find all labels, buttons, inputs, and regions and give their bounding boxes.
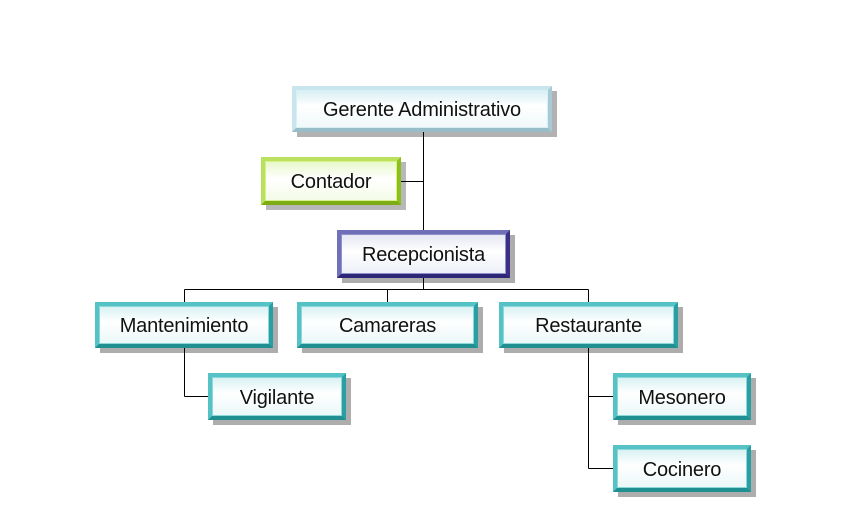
node-restaurante-label: Restaurante [535,315,642,337]
node-vigilante-label: Vigilante [239,386,315,409]
node-contador-label: Contador [290,171,372,193]
node-recepcionista: Recepcionista [337,230,510,278]
node-recepcionista-label: Recepcionista [361,244,486,266]
node-mesonero-label: Mesonero [638,386,726,409]
node-contador: Contador [261,157,401,205]
node-vigilante: Vigilante [208,373,346,420]
node-mantenimiento: Mantenimiento [95,302,273,348]
node-mesonero: Mesonero [613,373,751,420]
node-cocinero: Cocinero [613,445,751,492]
node-camareras: Camareras [297,302,478,348]
node-restaurante: Restaurante [499,302,678,348]
node-gerente-administrativo-label: Gerente Administrativo [323,99,521,121]
node-mantenimiento-label: Mantenimiento [119,315,249,337]
node-cocinero-label: Cocinero [642,458,722,481]
node-gerente-administrativo: Gerente Administrativo [292,86,552,132]
node-camareras-label: Camareras [338,315,437,337]
